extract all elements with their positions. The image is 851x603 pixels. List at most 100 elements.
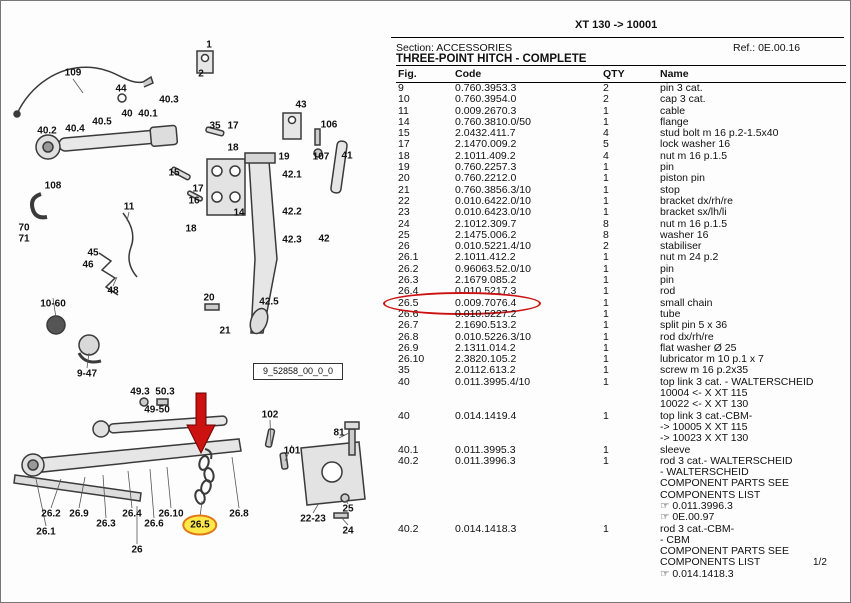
cell-qty: 1 <box>603 285 609 298</box>
cell-code: 0.760.3810.0/50 <box>455 115 531 128</box>
diagram-label: 40.1 <box>138 108 158 120</box>
diagram-label: 102 <box>261 409 279 421</box>
diagram-label: 26.8 <box>229 508 249 520</box>
diagram-label: 101 <box>283 445 301 457</box>
cell-fig: 26.5 <box>398 296 419 309</box>
header-divider <box>391 37 844 38</box>
cell-code: 0.010.6423.0/10 <box>455 206 531 219</box>
diagram-label: 26.2 <box>41 508 61 520</box>
cell-code: 2.0432.411.7 <box>455 127 516 140</box>
cell-fig: 40.2 <box>398 454 419 467</box>
diagram-label: 2 <box>198 68 204 80</box>
cell-qty: 1 <box>603 183 609 196</box>
cell-name: split pin 5 x 36 <box>660 319 728 332</box>
cell-name: piston pin <box>660 172 705 185</box>
diagram-label: 71 <box>18 233 30 245</box>
column-header-qty: QTY <box>601 65 658 83</box>
cell-qty: 4 <box>603 127 609 140</box>
diagram-label: 20 <box>203 292 215 304</box>
cell-name: pin <box>660 161 675 174</box>
diagram-label: 50.3 <box>155 386 175 398</box>
cell-code: 0.009.2670.3 <box>455 104 517 117</box>
diagram-label: 18 <box>185 223 197 235</box>
diagram-label: 40.3 <box>159 94 179 106</box>
cell-fig: 15 <box>398 127 410 140</box>
cell-fig: 11 <box>398 104 409 117</box>
cell-fig: 21 <box>398 183 410 196</box>
cell-qty: 1 <box>603 274 609 287</box>
diagram-label: 9-47 <box>76 368 98 380</box>
diagram-label: 81 <box>333 427 345 439</box>
cell-qty: 1 <box>603 319 609 332</box>
diagram-label: 42.5 <box>259 296 279 308</box>
cell-name: sleeve <box>660 443 691 456</box>
cell-name: flat washer Ø 25 <box>660 341 737 354</box>
cell-code: 0.760.3856.3/10 <box>455 183 531 196</box>
diagram-label: 42.3 <box>282 234 302 246</box>
cell-code: 0.96063.52.0/10 <box>455 262 531 275</box>
diagram-label: 25 <box>342 503 354 515</box>
diagram-label: 17 <box>227 120 239 132</box>
diagram-label: 11 <box>123 201 135 213</box>
cell-fig: 26.2 <box>398 262 419 275</box>
cell-code: 2.1679.085.2 <box>455 274 517 287</box>
cell-fig: 26.9 <box>398 341 419 354</box>
cell-name: nut m 16 p.1.5 <box>660 217 728 230</box>
section-label: Section: ACCESSORIES <box>396 42 513 54</box>
cell-code: 2.1011.409.2 <box>455 149 516 162</box>
diagram-label: 42.2 <box>282 206 302 218</box>
diagram-label: 48 <box>107 285 119 297</box>
diagram-label: 42.1 <box>282 169 302 181</box>
cell-fig: 14 <box>398 115 410 128</box>
cell-fig: 26.7 <box>398 319 419 332</box>
cell-code: 0.010.5226.3/10 <box>455 330 531 343</box>
diagram-label: 109 <box>64 67 82 79</box>
cell-code: 2.3820.105.2 <box>455 353 517 366</box>
cell-code: 0.011.3995.3 <box>455 443 516 456</box>
cell-name: pin 3 cat. <box>660 82 703 94</box>
cell-qty: 1 <box>603 262 609 275</box>
cell-name: rod <box>660 285 676 298</box>
cell-qty: 1 <box>603 161 609 174</box>
diagram-label: 49-50 <box>144 404 170 416</box>
cell-name: bracket sx/lh/li <box>660 206 727 219</box>
cell-qty: 1 <box>603 522 609 535</box>
cell-code: 0.760.3953.3 <box>455 82 517 94</box>
cell-fig: 40.2 <box>398 522 419 535</box>
cell-qty: 1 <box>603 353 609 366</box>
cell-name: small chain <box>660 296 713 309</box>
cell-name: pin <box>660 274 675 287</box>
diagram-label: 26.6 <box>144 518 164 530</box>
cell-name: top link 3 cat. - WALTERSCHEID 10004 <- … <box>660 375 814 411</box>
diagram-label: 26.1 <box>36 526 56 538</box>
cell-fig: 9 <box>398 82 404 94</box>
leader-lines <box>35 78 350 544</box>
diagram-label: 108 <box>44 180 62 192</box>
cell-qty: 1 <box>603 206 609 219</box>
cell-fig: 26.4 <box>398 285 419 298</box>
model-header: XT 130 -> 10001 <box>575 19 658 31</box>
cell-fig: 19 <box>398 161 410 174</box>
cell-qty: 1 <box>603 454 609 467</box>
cell-name: nut m 24 p.2 <box>660 251 719 264</box>
cell-name: rod 3 cat.-CBM- - CBM COMPONENT PARTS SE… <box>660 522 789 580</box>
cell-qty: 1 <box>603 330 609 343</box>
table-header-row: Fig. Code QTY Name <box>396 65 846 83</box>
